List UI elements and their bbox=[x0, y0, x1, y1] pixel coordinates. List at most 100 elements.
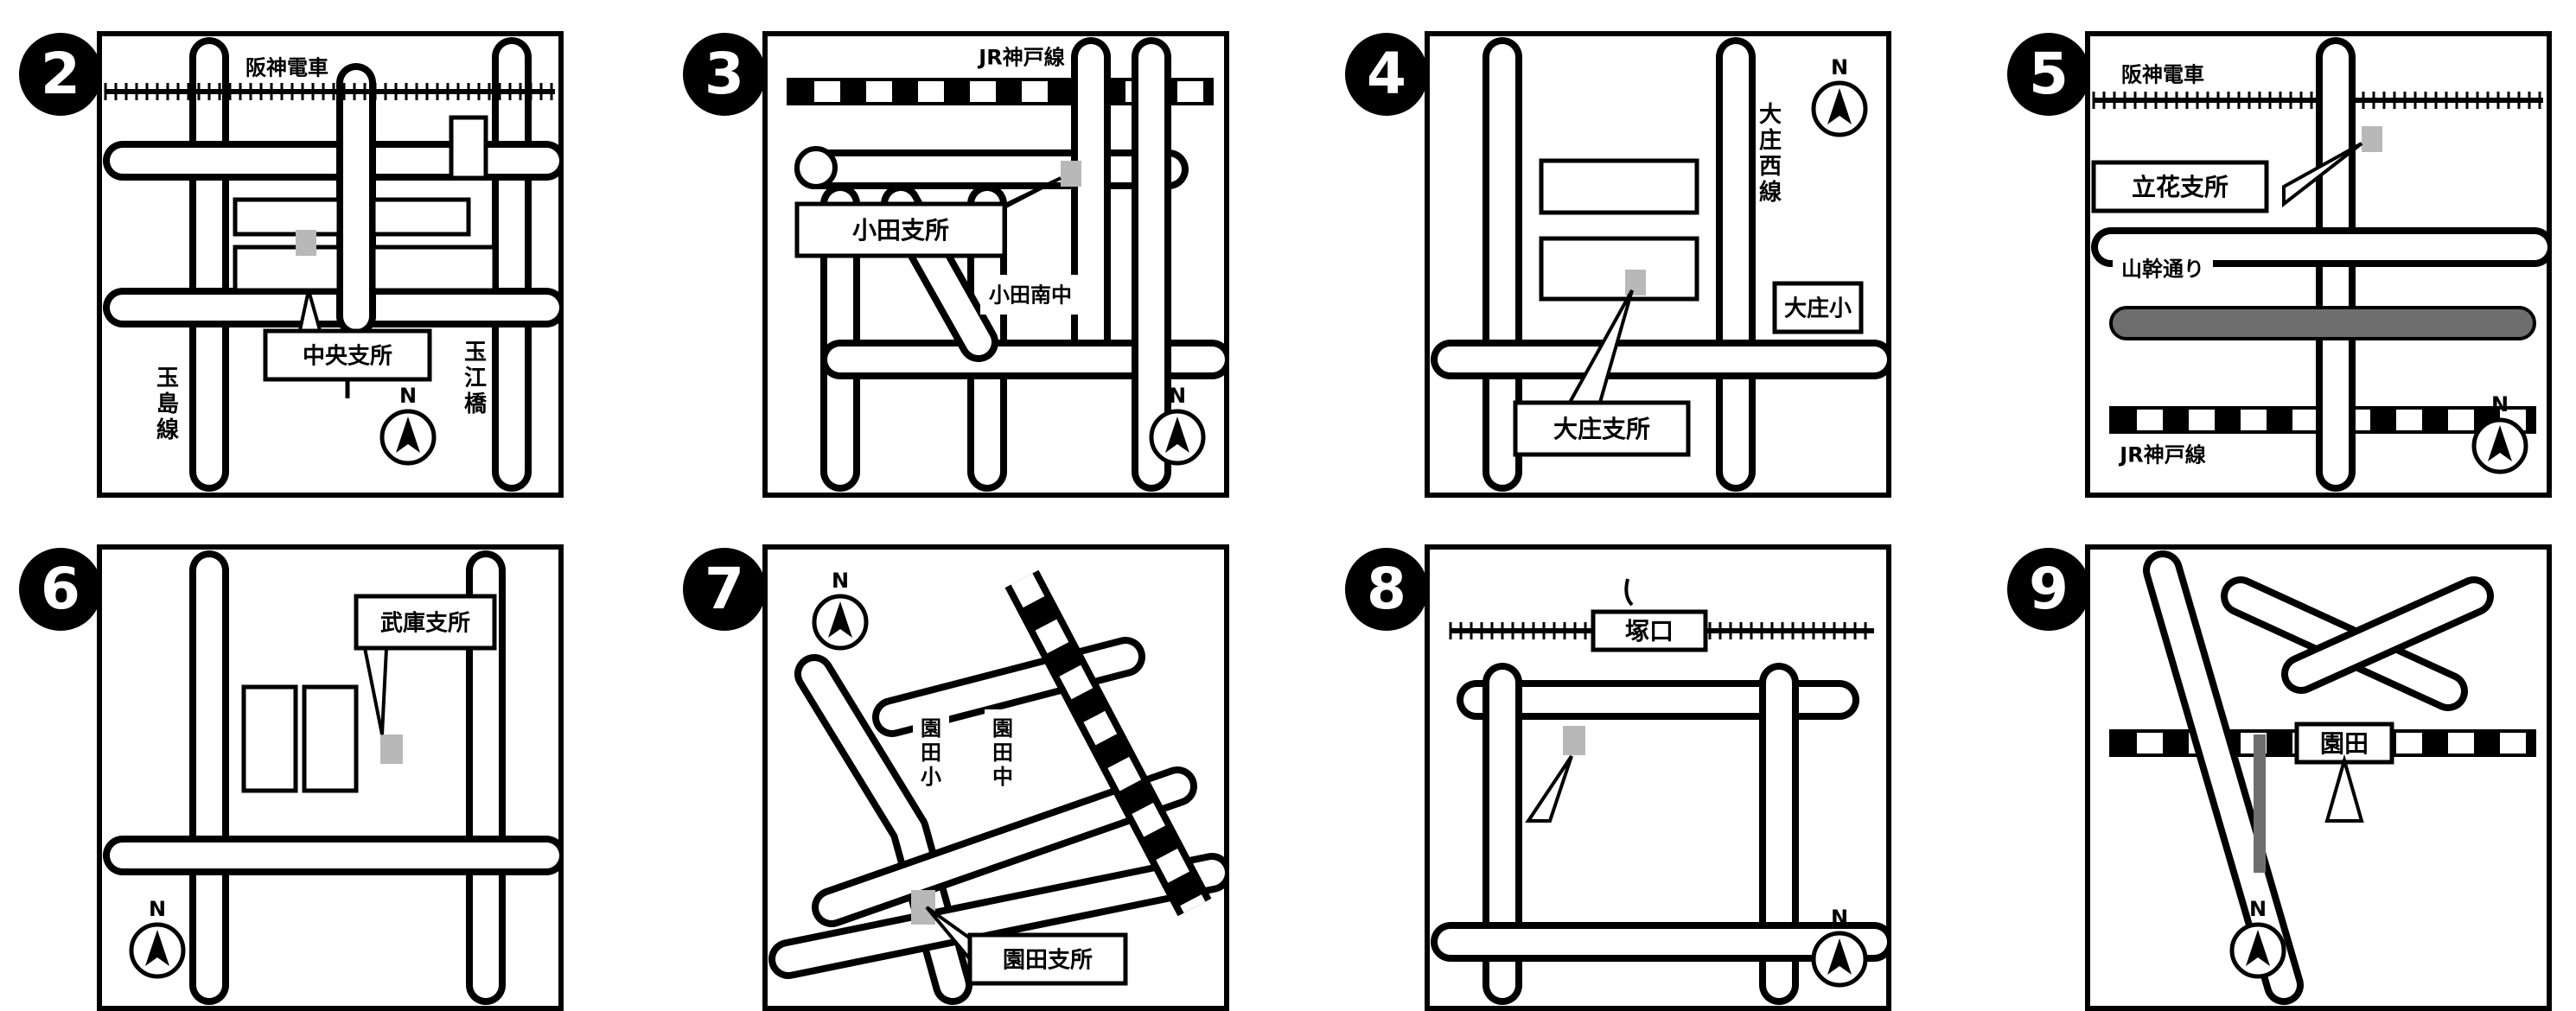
map-label-office: 園田支所 bbox=[967, 932, 1128, 986]
svg-text:阪神電車: 阪神電車 bbox=[245, 56, 328, 80]
north-label: N bbox=[1169, 384, 1186, 408]
north-arrow-icon: N bbox=[1811, 55, 1868, 137]
map-label-office: 武庫支所 bbox=[354, 594, 497, 651]
svg-text:島: 島 bbox=[156, 391, 179, 417]
svg-text:大: 大 bbox=[1759, 102, 1782, 128]
map-panel: 塚口 N bbox=[1425, 544, 1891, 1011]
map-number-badge: 2 bbox=[19, 33, 102, 116]
map-label-office: 立花支所 bbox=[2091, 160, 2269, 213]
north-arrow-icon: N bbox=[2471, 392, 2528, 474]
road-diagonal bbox=[768, 853, 1229, 979]
north-label: N bbox=[2249, 897, 2267, 921]
map-label-line: 阪神電車 bbox=[245, 56, 328, 80]
location-marker bbox=[296, 230, 316, 256]
north-label: N bbox=[149, 897, 166, 921]
svg-text:橋: 橋 bbox=[464, 391, 488, 417]
svg-text:中: 中 bbox=[992, 765, 1013, 789]
location-marker bbox=[911, 890, 935, 925]
hanshin-railway bbox=[104, 83, 555, 100]
callout-pointer bbox=[2324, 753, 2364, 823]
svg-text:園: 園 bbox=[921, 716, 941, 741]
location-marker bbox=[2362, 126, 2382, 152]
svg-text:JR神戸線: JR神戸線 bbox=[977, 46, 1064, 70]
svg-text:大庄小: 大庄小 bbox=[1784, 295, 1852, 321]
svg-text:線: 線 bbox=[1759, 179, 1782, 206]
svg-text:庄: 庄 bbox=[1759, 127, 1782, 154]
north-arrow-icon: N bbox=[2229, 897, 2286, 979]
map-number-badge: 8 bbox=[1345, 548, 1428, 631]
railway-branch bbox=[2254, 734, 2266, 873]
road-diagonal bbox=[2143, 550, 2304, 1005]
map-number-badge: 9 bbox=[2007, 548, 2090, 631]
map-number-badge: 7 bbox=[683, 548, 766, 631]
north-label: N bbox=[1831, 55, 1848, 79]
svg-text:田: 田 bbox=[921, 741, 941, 765]
svg-text:大庄支所: 大庄支所 bbox=[1553, 415, 1650, 443]
map-label-station: 塚口 bbox=[1591, 609, 1708, 652]
city-block bbox=[233, 197, 341, 237]
map-label-office: 大庄支所 bbox=[1513, 400, 1691, 457]
map-svg: 塚口 N bbox=[1425, 544, 1891, 1011]
location-marker bbox=[380, 734, 403, 764]
map-label-school: 大庄小 bbox=[1772, 281, 1864, 334]
map-panel: JR神戸線小田支所小田南中 N bbox=[762, 31, 1229, 498]
map-label-school1: 小田南中 bbox=[980, 275, 1081, 315]
svg-text:小: 小 bbox=[921, 765, 941, 789]
map-label-line1: 阪神電車 bbox=[2121, 63, 2204, 87]
svg-text:西: 西 bbox=[1759, 154, 1782, 180]
svg-text:田: 田 bbox=[992, 741, 1013, 765]
railway bbox=[1004, 569, 1212, 917]
expressway bbox=[2109, 306, 2536, 340]
svg-text:玉: 玉 bbox=[464, 340, 487, 366]
svg-text:線: 線 bbox=[156, 416, 179, 443]
north-arrow-icon: N bbox=[1149, 384, 1206, 466]
map-number-badge: 6 bbox=[19, 548, 102, 631]
city-block bbox=[1539, 158, 1699, 215]
north-label: N bbox=[1831, 906, 1848, 930]
svg-text:小田南中: 小田南中 bbox=[989, 283, 1072, 308]
roundabout bbox=[794, 146, 838, 189]
map-label-line: JR神戸線 bbox=[977, 46, 1064, 70]
svg-text:園田支所: 園田支所 bbox=[1003, 947, 1093, 973]
city-block bbox=[371, 245, 497, 293]
map-label-road1: 山幹通り bbox=[2113, 249, 2213, 289]
map-svg: 武庫支所 N bbox=[97, 544, 564, 1011]
svg-text:江: 江 bbox=[464, 366, 487, 391]
location-marker bbox=[1625, 270, 1646, 296]
map-panel: 武庫支所 N bbox=[97, 544, 564, 1011]
map-label-office: 小田支所 bbox=[794, 201, 1007, 258]
map-number-badge: 5 bbox=[2007, 33, 2090, 116]
svg-text:園: 園 bbox=[992, 716, 1013, 741]
north-label: N bbox=[832, 569, 849, 593]
north-arrow-icon: N bbox=[379, 384, 437, 466]
map-label-school1: 園田小 bbox=[913, 709, 949, 794]
svg-text:玉: 玉 bbox=[156, 366, 179, 391]
svg-text:塚口: 塚口 bbox=[1625, 617, 1674, 645]
location-marker bbox=[1563, 726, 1585, 755]
callout-pointer bbox=[2282, 142, 2363, 208]
svg-text:小田支所: 小田支所 bbox=[852, 216, 949, 245]
north-label: N bbox=[2491, 392, 2509, 416]
map-label-school2: 園田中 bbox=[985, 709, 1021, 794]
north-arrow-icon: N bbox=[129, 897, 186, 979]
map-label-office: 中央支所 bbox=[263, 328, 432, 382]
map-label-road-left: 玉島線 bbox=[156, 366, 179, 443]
svg-text:中央支所: 中央支所 bbox=[303, 343, 392, 369]
svg-text:山幹通り: 山幹通り bbox=[2121, 258, 2204, 282]
city-block bbox=[371, 197, 471, 237]
north-arrow-icon: N bbox=[812, 569, 869, 651]
road-diagonal bbox=[2281, 576, 2494, 694]
map-number-badge: 3 bbox=[683, 33, 766, 116]
street-line bbox=[1624, 578, 1634, 607]
map-label-road-right: 玉江橋 bbox=[464, 340, 488, 417]
